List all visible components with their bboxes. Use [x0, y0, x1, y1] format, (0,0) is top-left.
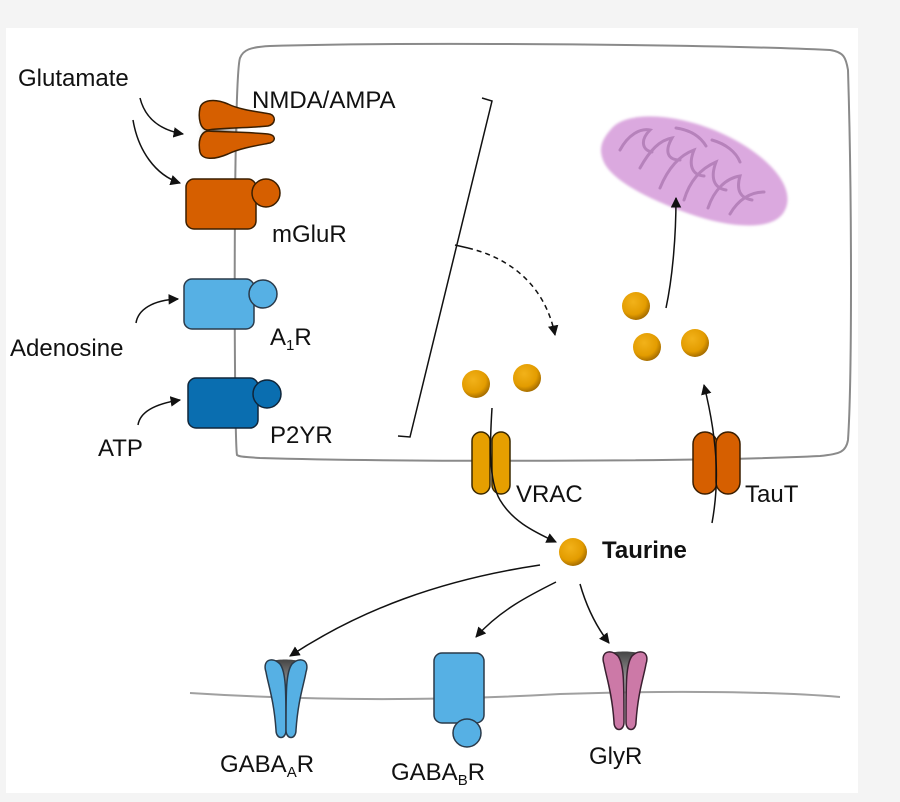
taut-label: TauT [745, 481, 799, 508]
taurine-to-mitochondrion-arrow [665, 196, 682, 309]
mglur-label: mGluR [272, 221, 347, 248]
gabaa-label-suffix: R [297, 751, 314, 778]
vrac-label: VRAC [516, 481, 583, 508]
mitochondrion [601, 116, 788, 226]
taurine-molecules-intracellular-right [622, 292, 709, 361]
taurine-molecule [681, 329, 709, 357]
a1r-label: A1R [270, 324, 312, 354]
cell-membrane [233, 42, 852, 462]
taurine-molecule [622, 292, 650, 320]
gabaa-label: GABAAR [220, 751, 314, 781]
gabaa-receptor [264, 659, 308, 739]
adenosine-label: Adenosine [10, 335, 123, 362]
gababr-label-suffix: R [468, 759, 485, 786]
a1r-receptor [183, 278, 278, 330]
taut-uptake-arrow [701, 383, 718, 524]
taurine-molecule [462, 370, 490, 398]
taut-transporter [692, 431, 741, 495]
p2yr-receptor [187, 377, 282, 429]
taurine-molecule [513, 364, 541, 392]
glutamate-label: Glutamate [18, 65, 129, 92]
mglur-receptor [185, 178, 281, 230]
gababr-label-subscript: B [458, 772, 468, 789]
gababr-label: GABABR [391, 759, 485, 789]
nmda-ampa-receptor [196, 99, 275, 159]
glyr-label: GlyR [589, 743, 642, 770]
vrac-channel [471, 431, 511, 495]
p2yr-label: P2YR [270, 422, 333, 449]
taurine-label: Taurine [602, 537, 687, 564]
glutamate-to-mglur-arrow [132, 119, 181, 186]
taurine-molecules-intracellular-left [462, 364, 541, 398]
vrac-efflux-arrow [489, 407, 557, 543]
taurine-to-gababr-arrow [475, 581, 557, 638]
gababr-receptor [433, 652, 485, 748]
a1r-label-suffix: R [294, 324, 311, 351]
gababr-label-base: GABA [391, 759, 458, 786]
receptor-bracket [397, 97, 493, 438]
nmda-ampa-label: NMDA/AMPA [252, 87, 396, 114]
taurine-molecule-extracellular [559, 538, 587, 566]
bracket-tick [454, 244, 469, 249]
signal-to-vrac-arrow [467, 247, 559, 337]
gabaa-label-base: GABA [220, 751, 287, 778]
taurine-molecule [633, 333, 661, 361]
atp-label: ATP [98, 435, 143, 462]
taurine-to-glyr-arrow [579, 583, 610, 644]
atp-to-p2yr-arrow [137, 396, 182, 426]
gabaa-label-subscript: A [287, 764, 297, 781]
adenosine-to-a1r-arrow [135, 294, 180, 324]
taurine-to-gabaar-arrow [289, 564, 541, 657]
a1r-label-subscript: 1 [286, 337, 294, 354]
glutamate-to-nmda-arrow [139, 97, 185, 138]
glyr-receptor [602, 651, 648, 732]
a1r-label-base: A [270, 324, 286, 351]
